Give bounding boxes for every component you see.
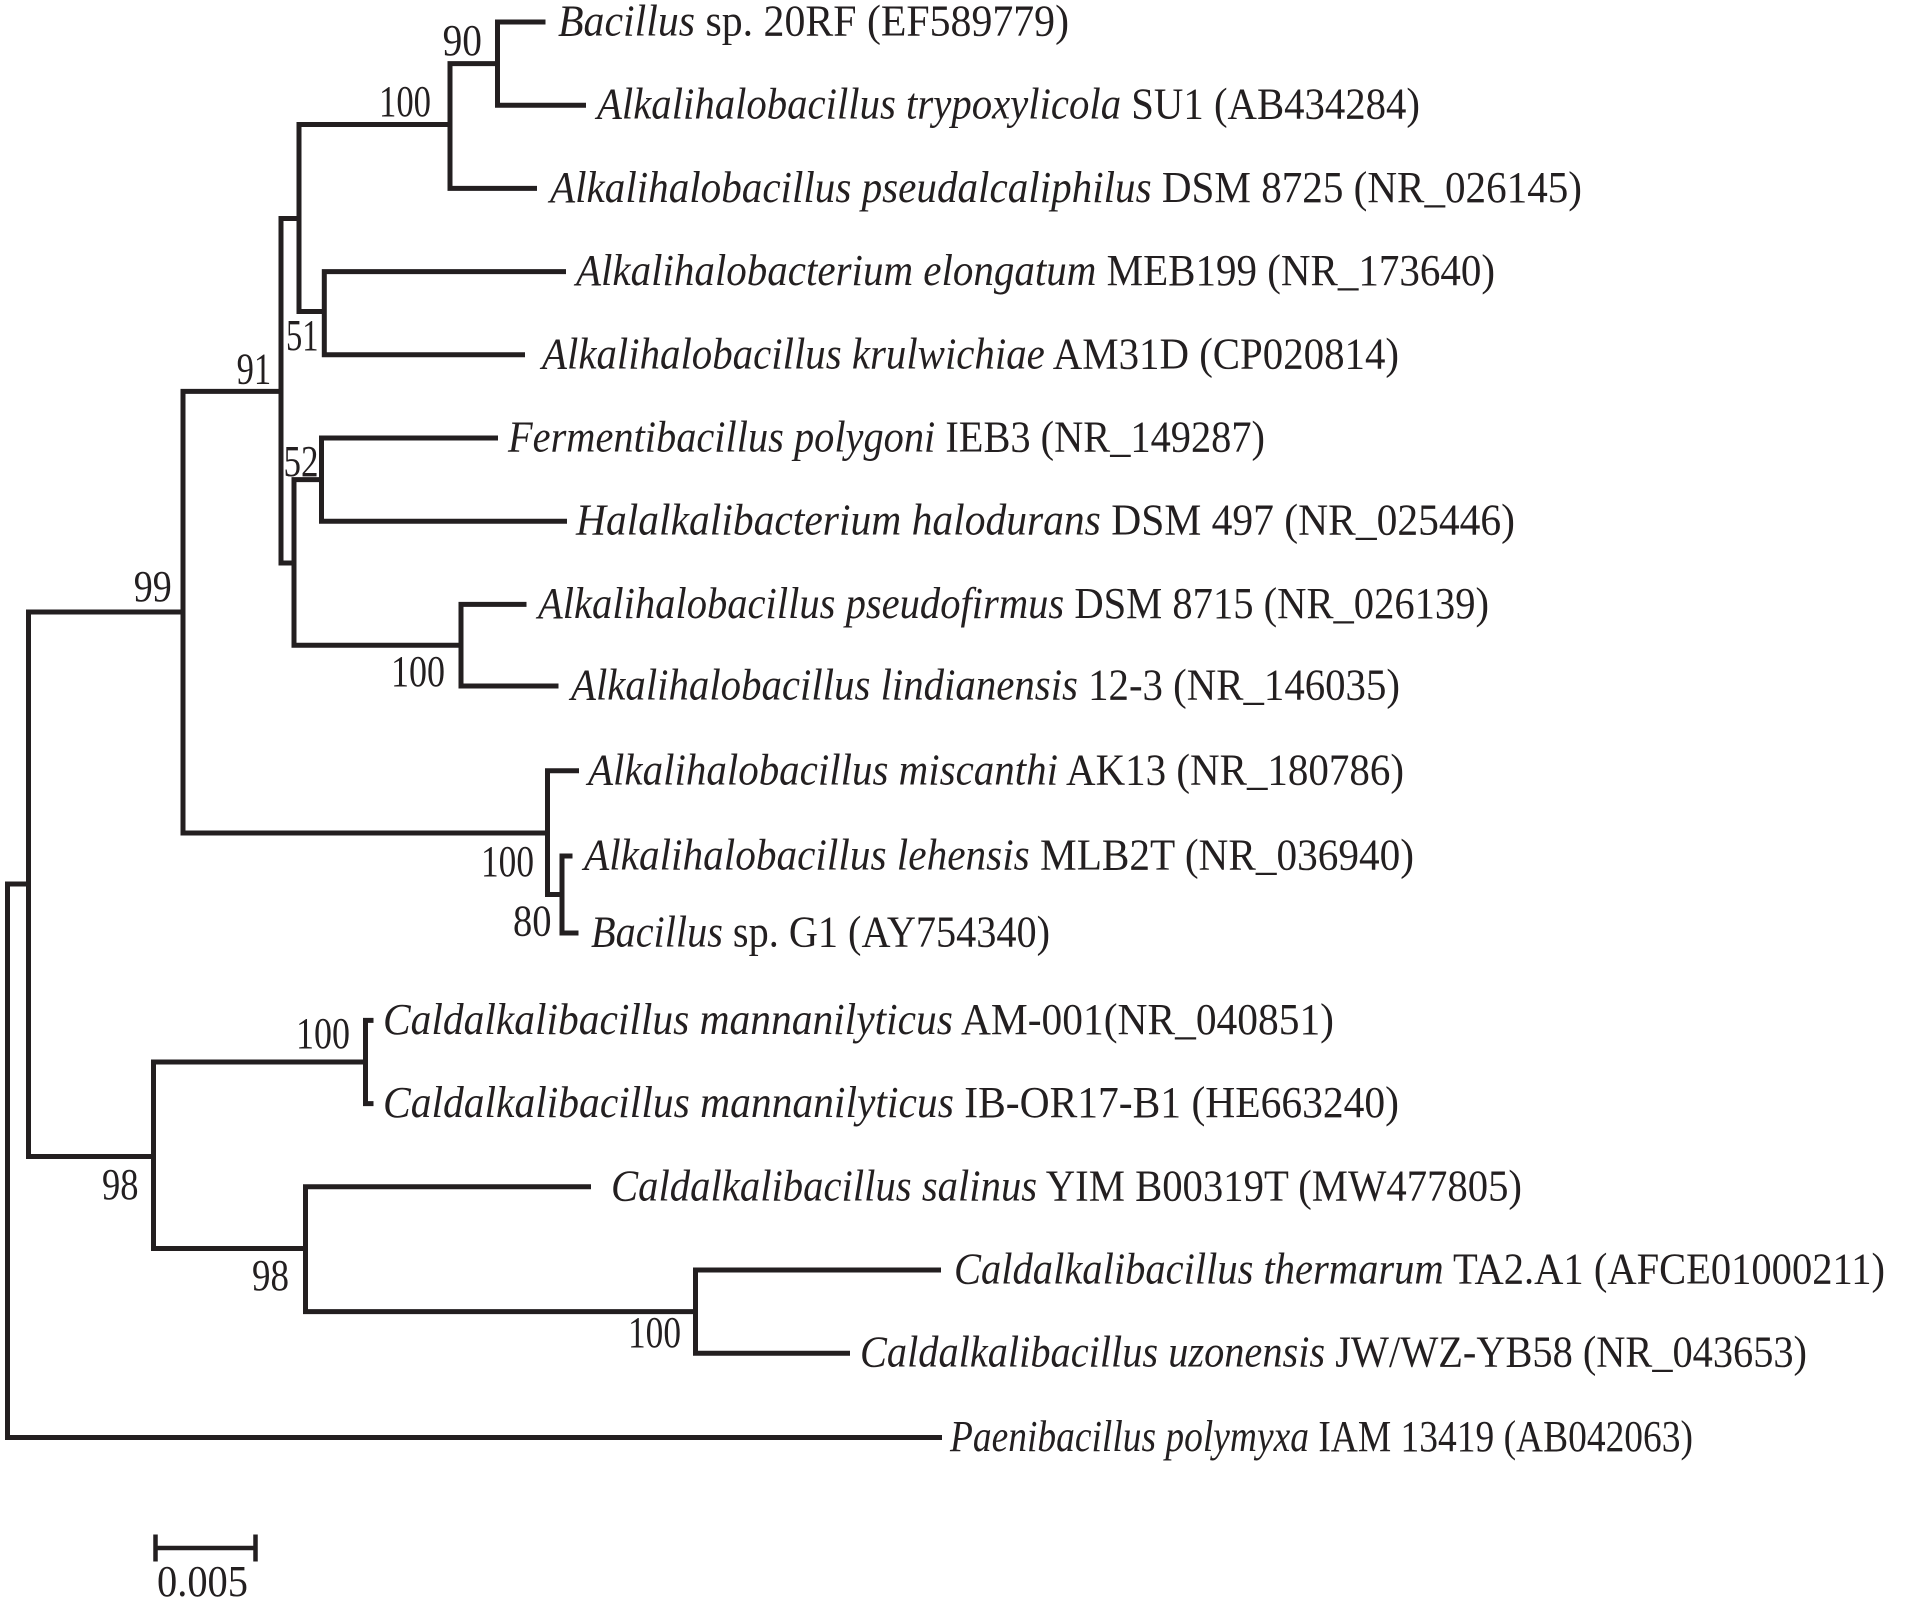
svg-text:100: 100: [481, 837, 534, 886]
svg-text:Caldalkalibacillus mannanilyti: Caldalkalibacillus mannanilyticus AM-001…: [383, 995, 1334, 1044]
svg-text:80: 80: [513, 897, 552, 946]
svg-text:51: 51: [286, 311, 319, 360]
svg-text:Alkalihalobacillus pseudalcali: Alkalihalobacillus pseudalcaliphilus DSM…: [547, 163, 1582, 212]
svg-text:Fermentibacillus polygoni IEB3: Fermentibacillus polygoni IEB3 (NR_14928…: [507, 413, 1265, 462]
svg-text:Caldalkalibacillus thermarum T: Caldalkalibacillus thermarum TA2.A1 (AFC…: [954, 1245, 1885, 1294]
svg-text:100: 100: [379, 77, 431, 126]
svg-text:Alkalihalobacillus krulwichiae: Alkalihalobacillus krulwichiae AM31D (CP…: [539, 329, 1399, 378]
svg-text:Alkalihalobacillus lehensis ML: Alkalihalobacillus lehensis MLB2T (NR_03…: [581, 831, 1414, 880]
svg-text:Caldalkalibacillus salinus YIM: Caldalkalibacillus salinus YIM B00319T (…: [611, 1161, 1522, 1210]
svg-text:Caldalkalibacillus uzonensis J: Caldalkalibacillus uzonensis JW/WZ-YB58 …: [860, 1328, 1807, 1377]
svg-text:Bacillus sp. 20RF (EF589779): Bacillus sp. 20RF (EF589779): [558, 0, 1069, 46]
svg-text:100: 100: [628, 1308, 681, 1357]
svg-text:100: 100: [391, 647, 445, 696]
svg-text:Alkalihalobacillus trypoxylico: Alkalihalobacillus trypoxylicola SU1 (AB…: [594, 80, 1420, 129]
svg-text:Alkalihalobacillus lindianensi: Alkalihalobacillus lindianensis 12-3 (NR…: [568, 661, 1400, 710]
svg-text:90: 90: [443, 16, 482, 65]
svg-text:Paenibacillus polymyxa IAM 134: Paenibacillus polymyxa IAM 13419 (AB0420…: [949, 1412, 1693, 1461]
svg-text:100: 100: [296, 1009, 350, 1058]
svg-text:Alkalihalobacterium elongatum: Alkalihalobacterium elongatum MEB199 (NR…: [573, 246, 1495, 295]
svg-text:0.005: 0.005: [157, 1557, 248, 1606]
svg-text:52: 52: [284, 437, 319, 486]
svg-text:Alkalihalobacillus miscanthi A: Alkalihalobacillus miscanthi AK13 (NR_18…: [585, 745, 1404, 794]
svg-text:Alkalihalobacillus pseudofirmu: Alkalihalobacillus pseudofirmus DSM 8715…: [535, 579, 1489, 628]
svg-text:98: 98: [252, 1251, 289, 1300]
svg-text:Halalkalibacterium halodurans: Halalkalibacterium halodurans DSM 497 (N…: [575, 496, 1515, 545]
svg-text:Caldalkalibacillus mannanilyti: Caldalkalibacillus mannanilyticus IB-OR1…: [383, 1078, 1399, 1127]
svg-text:91: 91: [237, 345, 272, 394]
svg-text:99: 99: [134, 562, 172, 611]
svg-text:98: 98: [102, 1160, 139, 1209]
svg-text:Bacillus sp. G1 (AY754340): Bacillus sp. G1 (AY754340): [591, 908, 1050, 957]
